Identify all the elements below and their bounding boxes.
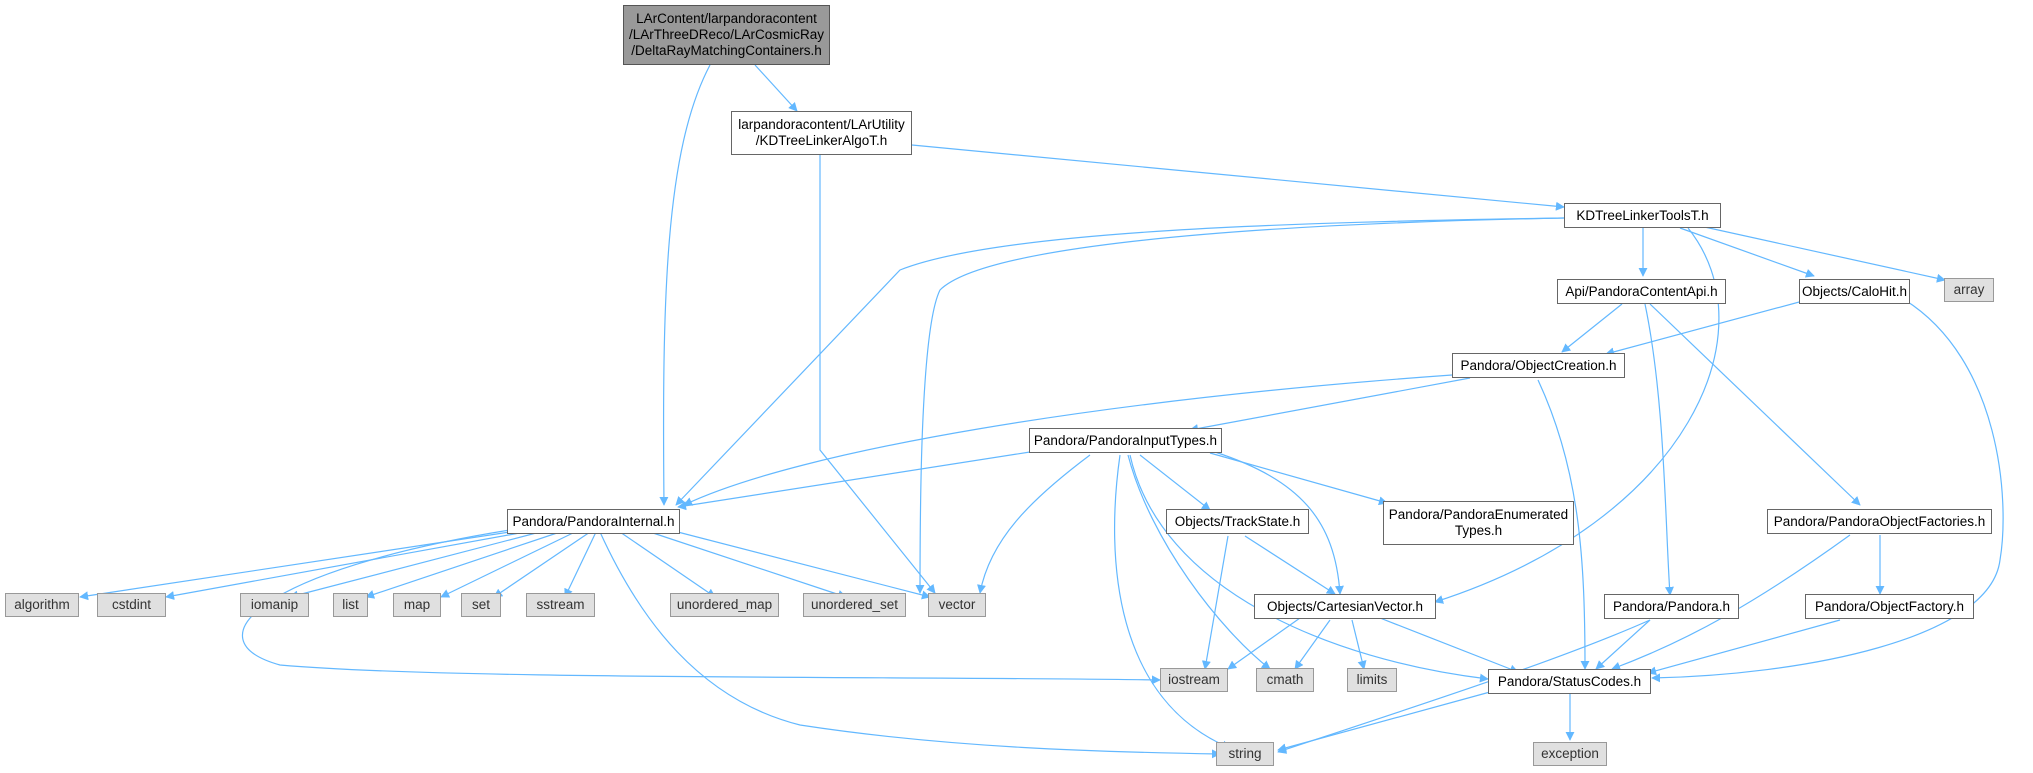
node-pandorainternal[interactable]: Pandora/PandoraInternal.h [507, 509, 680, 534]
edge-trackstate-cartesianvector [1244, 535, 1336, 595]
node-string: string [1216, 742, 1274, 766]
edge-objectcreation-pandorainternal [683, 374, 1453, 506]
edge-objectcreation-statuscodes [1537, 379, 1590, 670]
node-algorithm: algorithm [5, 593, 79, 617]
edge-pandora-string [1277, 619, 1651, 754]
edge-objectfactory-statuscodes [1647, 619, 1841, 676]
edge-trackstate-iostream [1201, 535, 1229, 670]
edge-calohit-objectcreation [1605, 297, 1815, 357]
node-limits: limits [1347, 668, 1397, 692]
node-set: set [461, 593, 501, 617]
edge-pandorainternal-string [599, 531, 1221, 759]
edge-pandorainternal-unordered_map [619, 531, 716, 598]
edge-cartesianvector-statuscodes [1379, 617, 1519, 674]
edge-calohit-statuscodes [1651, 299, 2004, 683]
node-map: map [393, 593, 441, 617]
edge-pandorainternal-vector [669, 529, 931, 600]
edge-pandorainternal-iostream [241, 529, 1161, 685]
edge-pandoracontentapi-pandoraobjectfactories [1649, 303, 1861, 506]
node-pandorainputtypes[interactable]: Pandora/PandoraInputTypes.h [1029, 428, 1222, 453]
edge-pandorainputtypes-vector [977, 454, 1091, 594]
node-list: list [333, 593, 368, 617]
node-kdtreelinkeralgo[interactable]: larpandoracontent/LArUtility /KDTreeLink… [731, 111, 912, 155]
edge-cartesianvector-limits [1351, 619, 1367, 670]
node-pandoraobjectfactories[interactable]: Pandora/PandoraObjectFactories.h [1767, 509, 1992, 534]
edge-pandorainternal-cstdint [165, 531, 526, 600]
node-pandoracontentapi[interactable]: Api/PandoraContentApi.h [1557, 279, 1726, 304]
node-vector: vector [928, 593, 986, 617]
node-cstdint: cstdint [97, 593, 166, 617]
node-cmath: cmath [1256, 668, 1314, 692]
edge-pandorainputtypes-string [1114, 454, 1231, 750]
edge-statuscodes-string [1277, 691, 1491, 753]
node-iomanip: iomanip [240, 593, 309, 617]
edge-pandorainternal-unordered_set [649, 531, 847, 599]
edge-cartesianvector-iostream [1227, 617, 1301, 670]
node-pandoraenumeratedtypes[interactable]: Pandora/PandoraEnumerated Types.h [1383, 501, 1574, 545]
node-iostream: iostream [1160, 668, 1228, 692]
edge-kdtreelinkertools-array [1699, 225, 1946, 283]
node-unordered_set: unordered_set [803, 593, 906, 617]
edge-pandora-statuscodes [1595, 619, 1651, 670]
edge-pandorainternal-list [365, 531, 561, 599]
node-array: array [1944, 278, 1994, 302]
edge-cartesianvector-cmath [1294, 619, 1331, 670]
node-statuscodes[interactable]: Pandora/StatusCodes.h [1488, 669, 1651, 694]
edge-pandorainternal-iomanip [289, 531, 541, 600]
node-root-deltaraymatchingcontainers: LArContent/larpandoracontent /LArThreeDR… [623, 5, 830, 65]
edge-kdtreelinkeralgo-vector [819, 155, 936, 594]
edge-kdtreelinkertools-calohit [1679, 227, 1815, 278]
node-sstream: sstream [526, 593, 595, 617]
node-exception: exception [1533, 742, 1607, 766]
edge-pandorainputtypes-pandoraenumerated [1209, 452, 1388, 506]
edge-kdtreelinkertools-pandorainternal [675, 217, 1565, 506]
edge-root-pandorainternal [659, 64, 711, 506]
edge-root-kdtreelinkeralgo [754, 64, 798, 112]
node-calohit[interactable]: Objects/CaloHit.h [1799, 279, 1910, 304]
edge-objectcreation-pandorainputtypes [1189, 377, 1471, 433]
edge-pandoracontentapi-objectcreation [1561, 303, 1623, 353]
node-unordered_map: unordered_map [670, 593, 779, 617]
edge-pandorainputtypes-cmath [1127, 454, 1271, 670]
edge-pandorainputtypes-trackstate [1139, 454, 1211, 511]
edge-pandorainternal-map [440, 531, 576, 598]
edge-pandorainternal-set [493, 531, 591, 598]
node-cartesianvector[interactable]: Objects/CartesianVector.h [1254, 594, 1436, 619]
node-objectfactory[interactable]: Pandora/ObjectFactory.h [1805, 594, 1974, 619]
edge-pandorainternal-sstream [564, 531, 597, 598]
node-pandora[interactable]: Pandora/Pandora.h [1604, 594, 1739, 619]
edge-pandorainputtypes-pandorainternal [677, 451, 1031, 511]
edge-kdtreelinkeralgo-kdtreelinkertools [911, 144, 1565, 211]
edge-pandoracontentapi-pandora [1644, 303, 1674, 596]
node-objectcreation[interactable]: Pandora/ObjectCreation.h [1452, 353, 1625, 378]
node-trackstate[interactable]: Objects/TrackState.h [1166, 509, 1309, 534]
node-kdtreelinkertools[interactable]: KDTreeLinkerToolsT.h [1564, 203, 1721, 228]
edge-kdtreelinkertools-cartesianvector [1434, 227, 1720, 604]
edge-kdtreelinkertools-vector [915, 217, 1565, 594]
edge-pandorainputtypes-cartesianvector [1214, 451, 1344, 595]
